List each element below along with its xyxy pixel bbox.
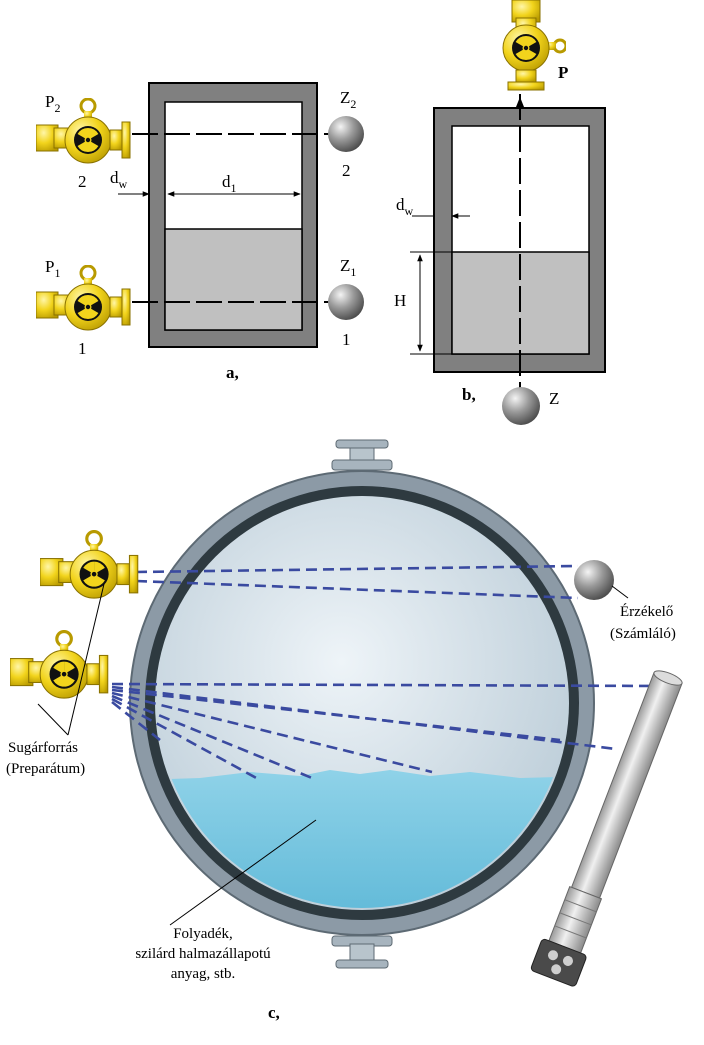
caption-c: c, (268, 1003, 280, 1022)
detector-ball-icon (328, 284, 364, 320)
source-label-line2: (Preparátum) (6, 761, 85, 777)
source-label: P (558, 63, 568, 82)
detector-bottom-number: 1 (342, 330, 351, 349)
material-label-line2: szilárd halmazállapotú (135, 946, 271, 962)
detector-label-line1: Érzékelő (620, 603, 673, 620)
radiation-source-icon (10, 630, 110, 700)
detector-bottom-label: Z1 (340, 256, 356, 279)
detector-ball-icon (502, 387, 540, 425)
material-label-line3: anyag, stb. (171, 966, 236, 982)
radiation-source-icon (501, 0, 566, 92)
source-bottom-label: P1 (45, 257, 60, 280)
source-top-number: 2 (78, 172, 87, 191)
bottom-nozzle (331, 935, 393, 969)
diagram-b: P Z dw H b, (394, 0, 606, 425)
detector-top-label: Z2 (340, 88, 356, 111)
fill-level (164, 228, 303, 331)
detector-ball-icon (328, 116, 364, 152)
source-bottom-number: 1 (78, 339, 87, 358)
detector-top-number: 2 (342, 161, 351, 180)
wall-thickness-label: dw (110, 168, 128, 191)
detector-ball-icon (574, 560, 614, 600)
height-label: H (394, 291, 406, 310)
caption-a: a, (226, 363, 239, 382)
detector-tube (530, 670, 683, 987)
detector-label: Z (549, 389, 559, 408)
wall-thickness-label: dw (396, 195, 414, 218)
inner-width-label: d1 (222, 172, 237, 195)
material-label-line1: Folyadék, (173, 926, 233, 942)
top-nozzle (331, 439, 393, 471)
detector-label-line2: (Számláló) (610, 626, 676, 642)
diagram-c: Érzékelő (Számláló) Sugárforrás (Prepará… (6, 439, 683, 1022)
source-top-label: P2 (45, 92, 60, 115)
radiation-source-icon (40, 530, 140, 600)
leader-lines (37, 583, 629, 926)
diagram-a: P2 2 P1 1 Z2 2 Z1 1 dw d1 a, (36, 82, 364, 382)
radiation-beams (111, 564, 661, 782)
source-label-line1: Sugárforrás (8, 740, 78, 756)
caption-b: b, (462, 385, 476, 404)
